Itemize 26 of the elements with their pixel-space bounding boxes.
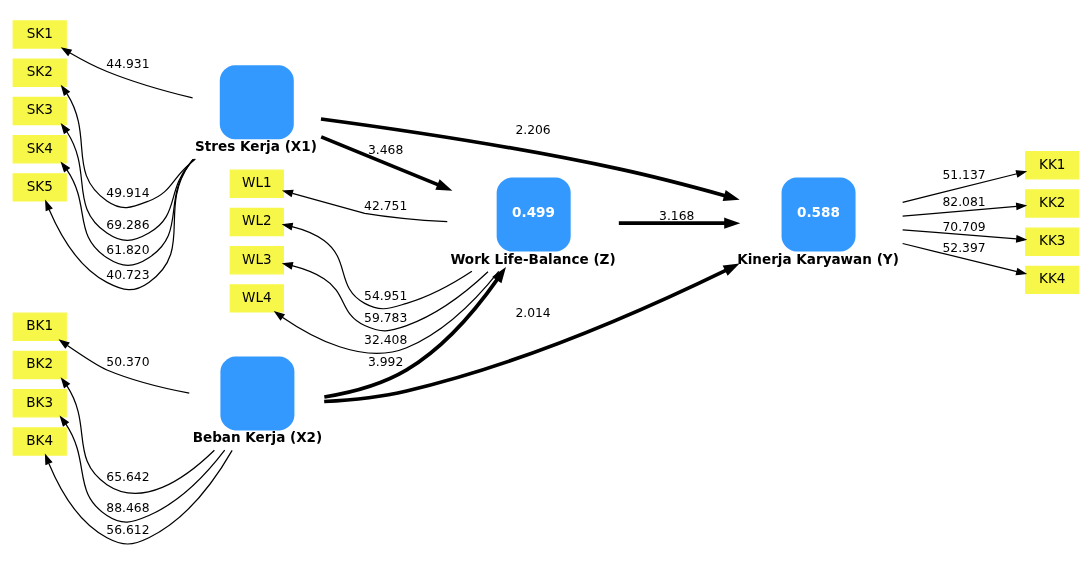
edge-label: 56.612 [106,522,150,537]
edge-label: 3.992 [368,355,404,370]
node-label: Work Life-Balance (Z) [450,250,616,267]
edge-label: 52.397 [942,240,986,255]
edge-label: 69.286 [106,218,150,233]
edge-label: 51.137 [942,167,986,182]
node-label: Stres Kerja (X1) [195,138,317,155]
node-label: Kinerja Karyawan (Y) [737,250,899,267]
edge-label: 61.820 [106,243,150,258]
edge-label: 44.931 [106,56,150,71]
edge-label: 2.014 [515,305,551,320]
edge-label: 54.951 [364,288,408,303]
edge-label: 82.081 [942,194,986,209]
edge-label: 70.709 [942,219,986,234]
edge-label: 42.751 [364,198,408,213]
edge-label: 88.468 [106,500,150,515]
edge-label: 2.206 [515,123,551,138]
edge-label: 3.468 [368,143,404,158]
edge-label: 65.642 [106,469,150,484]
edge-label: 50.370 [106,355,150,370]
edge-label: 3.168 [659,208,695,223]
edge-label: 49.914 [106,186,150,201]
edge-label: 59.783 [364,310,408,325]
edge-label: 40.723 [106,267,150,282]
edge-label: 32.408 [364,333,408,348]
node-label: Beban Kerja (X2) [192,429,323,446]
